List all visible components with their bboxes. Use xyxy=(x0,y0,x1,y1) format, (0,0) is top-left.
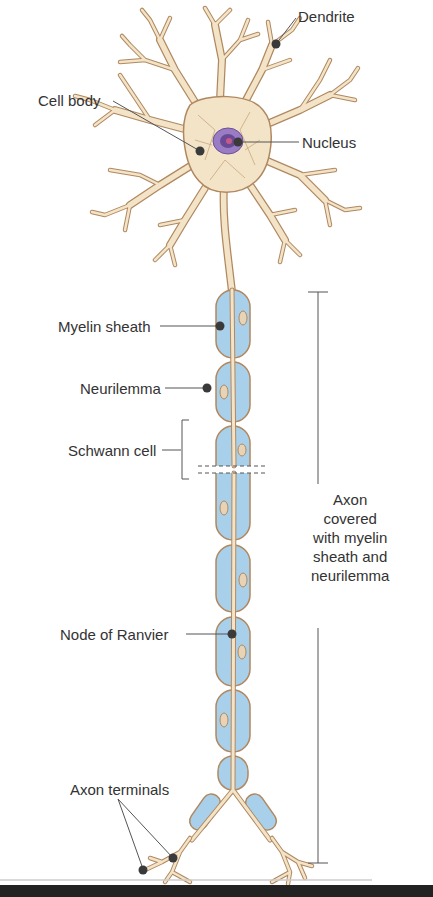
cut-mark xyxy=(198,466,268,473)
rule-line xyxy=(0,879,372,881)
axon-terminal-outline xyxy=(145,838,312,884)
axon xyxy=(224,185,232,292)
part-label: Schwann cell xyxy=(68,442,156,459)
leader-line xyxy=(276,18,296,44)
leader-dot xyxy=(272,40,281,49)
axon-outline xyxy=(224,185,232,292)
leader-dot xyxy=(169,854,178,863)
leader-line xyxy=(186,634,231,635)
footer-bar xyxy=(0,885,433,897)
part-label: Axon terminals xyxy=(70,781,169,798)
leader-line xyxy=(113,101,200,151)
nucleolus xyxy=(226,138,232,144)
schwann-nucleus xyxy=(239,311,247,325)
part-label: Dendrite xyxy=(298,8,355,25)
nucleus-inner xyxy=(220,134,236,148)
leader-dot xyxy=(196,147,205,156)
schwann-nucleus xyxy=(220,501,228,515)
part-label: Myelin sheath xyxy=(58,318,151,335)
schwann-nuclei xyxy=(220,311,247,727)
schwann-nucleus xyxy=(238,645,246,659)
axon-outline xyxy=(192,290,270,840)
cell-body xyxy=(184,97,272,193)
bracket xyxy=(162,420,189,479)
nucleus xyxy=(213,128,243,154)
leader-dot xyxy=(139,866,148,875)
leader-dot xyxy=(203,384,212,393)
leader-dot xyxy=(228,630,237,639)
dendrite xyxy=(75,8,360,265)
dendrite-outline xyxy=(75,8,360,265)
part-label: Neurilemma xyxy=(80,380,161,397)
schwann-nucleus xyxy=(238,444,246,456)
cell-body-fibres xyxy=(195,112,260,180)
schwann-nucleus xyxy=(220,385,228,399)
part-label: Axon covered with myelin sheath and neur… xyxy=(311,490,389,585)
leader-line xyxy=(238,142,299,143)
schwann-nucleus xyxy=(239,573,247,587)
leader-line xyxy=(160,326,220,327)
leader-dot xyxy=(216,322,225,331)
leader-line xyxy=(165,388,207,389)
part-label: Cell body xyxy=(38,92,101,109)
axon-terminal xyxy=(145,838,312,884)
part-label: Nucleus xyxy=(302,134,356,151)
leader-line xyxy=(118,799,173,869)
axon xyxy=(192,290,270,840)
part-label: Node of Ranvier xyxy=(60,626,168,643)
schwann-nucleus xyxy=(220,713,228,727)
leader-dot xyxy=(234,138,243,147)
leader-dots xyxy=(139,40,281,875)
